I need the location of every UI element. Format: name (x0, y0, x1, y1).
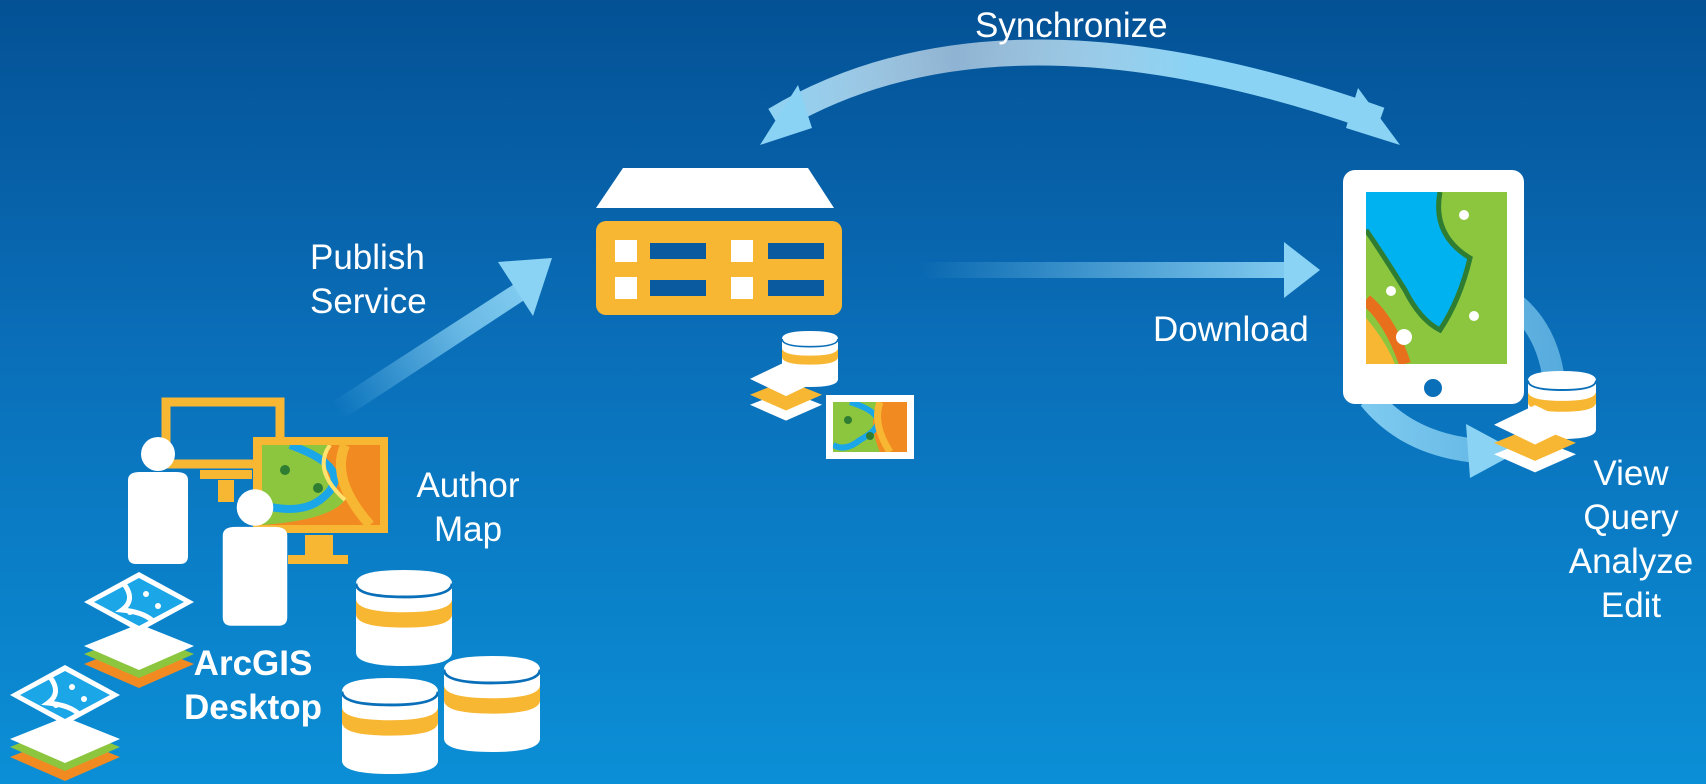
monitor-icon (253, 437, 388, 564)
author-label-line-2: Map (433, 510, 503, 549)
publish-label-line-1: Publish (310, 238, 425, 277)
action-query: Query (1583, 498, 1679, 537)
arcgis-label-line-2: Desktop (183, 688, 323, 727)
database-icon (356, 570, 452, 666)
publish-label-line-2: Service (310, 282, 427, 321)
synchronize-arrowhead-right (1346, 88, 1400, 145)
database-icon (342, 678, 438, 774)
author-label-line-1: Author (416, 466, 520, 505)
download-label: Download (1153, 310, 1309, 349)
action-analyze: Analyze (1568, 542, 1694, 581)
database-icon (444, 656, 540, 752)
action-view: View (1593, 454, 1669, 493)
server-icon (596, 168, 842, 315)
download-arrow (920, 242, 1320, 298)
download-arrowhead (1284, 242, 1320, 298)
arcgis-desktop-label: ArcGIS Desktop (178, 642, 328, 730)
actions-label: View Query Analyze Edit (1556, 452, 1706, 628)
tablet-map-icon (1343, 170, 1524, 404)
synchronize-label: Synchronize (975, 6, 1168, 45)
publish-arrowhead (498, 258, 552, 316)
publish-service-arrow (332, 258, 552, 418)
layer-stack-icon (10, 665, 120, 781)
map-thumbnail-icon (826, 395, 914, 459)
monitor-icon (161, 397, 285, 502)
user-icon (128, 437, 188, 564)
author-map-label: Author Map (408, 464, 528, 552)
synchronize-arrow (760, 39, 1400, 145)
action-edit: Edit (1600, 586, 1662, 625)
synchronize-arrowhead-left (760, 85, 812, 145)
publish-service-label: Publish Service (310, 236, 427, 324)
arcgis-label-line-1: ArcGIS (193, 644, 313, 683)
